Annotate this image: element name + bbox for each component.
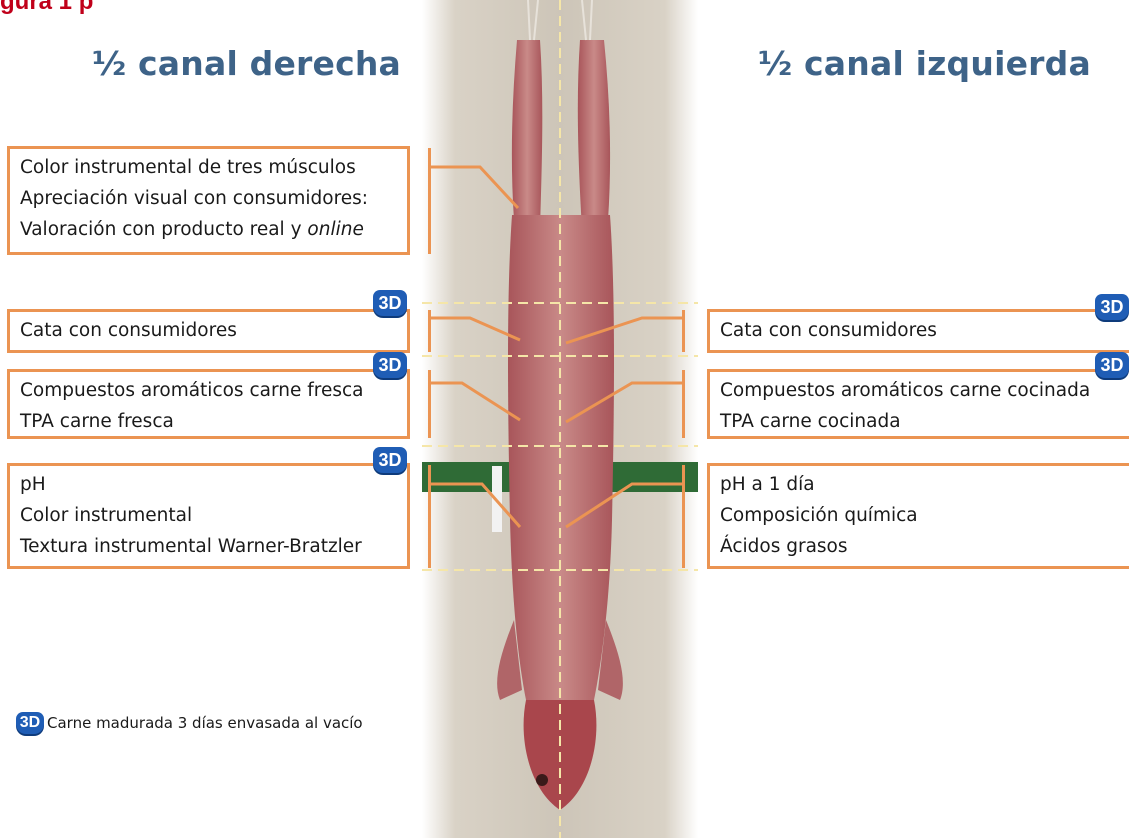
- left-title: ½ canal derecha: [92, 44, 401, 83]
- box-italic-word: online: [307, 219, 363, 240]
- bracket-right-2: [682, 370, 685, 438]
- figure-label: gura 1 p: [0, 0, 93, 16]
- right-title: ½ canal izquierda: [758, 44, 1091, 83]
- box-line: Color instrumental de tres músculos: [20, 152, 397, 183]
- box-line: Cata con consumidores: [720, 315, 1119, 346]
- left-box-ph: pH Color instrumental Textura instrument…: [7, 463, 410, 569]
- box-line: TPA carne fresca: [20, 406, 397, 437]
- bracket-left-2: [428, 310, 431, 352]
- box-line: Composición química: [720, 500, 1119, 531]
- box-line: Cata con consumidores: [20, 315, 397, 346]
- right-box-cata: Cata con consumidores: [707, 309, 1129, 353]
- box-line: pH a 1 día: [720, 469, 1119, 500]
- left-box-cata: Cata con consumidores: [7, 309, 410, 353]
- badge-3d: 3D: [373, 447, 407, 473]
- right-box-ph: pH a 1 día Composición química Ácidos gr…: [707, 463, 1129, 569]
- badge-3d: 3D: [373, 290, 407, 316]
- footnote-text: Carne madurada 3 días envasada al vacío: [47, 714, 363, 732]
- bracket-left-1: [428, 148, 431, 254]
- footnote: 3D Carne madurada 3 días envasada al vac…: [16, 712, 363, 734]
- box-line: Valoración con producto real y: [20, 219, 307, 240]
- bracket-left-4: [428, 465, 431, 568]
- box-line: Ácidos grasos: [720, 531, 1119, 562]
- carcass-illustration: [422, 0, 698, 838]
- box-line: pH: [20, 469, 397, 500]
- badge-3d: 3D: [1095, 352, 1129, 378]
- box-line: TPA carne cocinada: [720, 406, 1119, 437]
- bracket-left-3: [428, 370, 431, 438]
- box-line: Compuestos aromáticos carne cocinada: [720, 375, 1119, 406]
- left-box-color: Color instrumental de tres músculos Apre…: [7, 146, 410, 255]
- right-box-aromas: Compuestos aromáticos carne cocinada TPA…: [707, 369, 1129, 439]
- box-line: Apreciación visual con consumidores:: [20, 183, 397, 214]
- box-line: Textura instrumental Warner-Bratzler: [20, 531, 397, 562]
- box-line: Color instrumental: [20, 500, 397, 531]
- badge-3d: 3D: [16, 712, 44, 734]
- bracket-right-3: [682, 465, 685, 568]
- box-line: Compuestos aromáticos carne fresca: [20, 375, 397, 406]
- left-box-aromas: Compuestos aromáticos carne fresca TPA c…: [7, 369, 410, 439]
- carcass-photo: [422, 0, 698, 838]
- badge-3d: 3D: [1095, 294, 1129, 320]
- badge-3d: 3D: [373, 352, 407, 378]
- bracket-right-1: [682, 310, 685, 352]
